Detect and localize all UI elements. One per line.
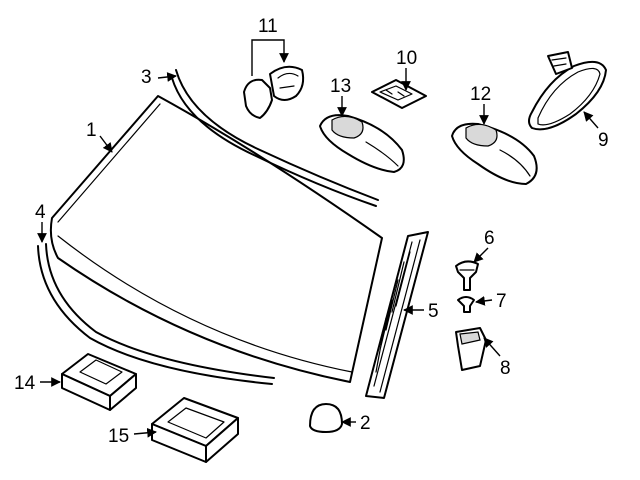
callout-14: 14 bbox=[14, 373, 36, 394]
sensor-cover-right bbox=[451, 122, 538, 185]
retainer bbox=[455, 327, 487, 371]
side-molding bbox=[37, 243, 275, 385]
cap bbox=[309, 403, 343, 433]
callout-8: 8 bbox=[500, 358, 511, 379]
upper-molding bbox=[171, 69, 379, 207]
rear-view-mirror bbox=[528, 51, 607, 131]
sensor-cover-left bbox=[319, 114, 405, 173]
callout-15: 15 bbox=[108, 426, 129, 447]
callout-labels: 1 2 3 4 5 6 7 8 9 10 11 12 13 14 15 bbox=[14, 16, 609, 447]
clip-lower bbox=[457, 296, 475, 313]
housing-tray bbox=[151, 397, 239, 463]
callout-7: 7 bbox=[496, 291, 507, 312]
callout-4: 4 bbox=[35, 202, 46, 223]
control-module bbox=[61, 353, 137, 411]
callout-5: 5 bbox=[428, 301, 439, 322]
windshield-glass bbox=[49, 95, 383, 383]
clip-upper bbox=[455, 260, 479, 291]
callout-12: 12 bbox=[470, 84, 491, 105]
callout-10: 10 bbox=[396, 48, 417, 69]
leader-lines bbox=[37, 39, 599, 438]
callout-11: 11 bbox=[258, 16, 278, 37]
mirror-mount bbox=[243, 65, 305, 119]
callout-3: 3 bbox=[141, 67, 152, 88]
sensor-bracket bbox=[371, 79, 427, 109]
callout-13: 13 bbox=[330, 76, 351, 97]
callout-6: 6 bbox=[484, 228, 495, 249]
callout-9: 9 bbox=[598, 130, 609, 151]
callout-2: 2 bbox=[360, 413, 371, 434]
pillar-trim bbox=[365, 231, 429, 399]
callout-1: 1 bbox=[86, 120, 97, 141]
